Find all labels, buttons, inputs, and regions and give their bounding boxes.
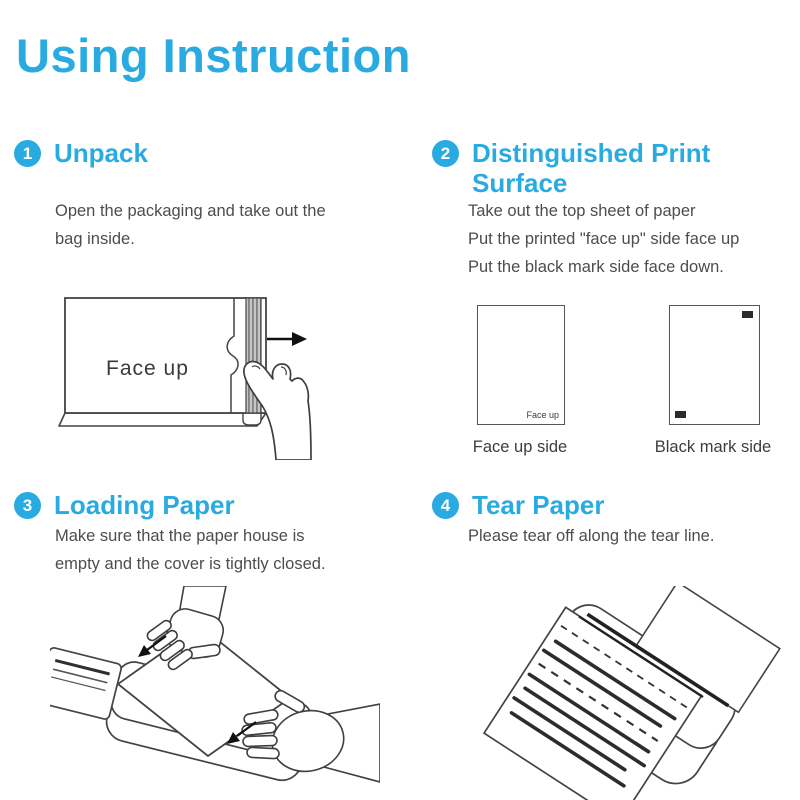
hand-outline [243, 360, 312, 460]
section-loading-paper-header: 3 Loading Paper [14, 490, 235, 520]
paper-slot-line [586, 612, 730, 708]
pulling-hand [243, 360, 312, 460]
face-up-sheet: Face up [477, 305, 565, 425]
bag-wavy-opening-edge [226, 298, 239, 413]
section-unpack-header: 1 Unpack [14, 138, 148, 168]
pull-arrow-head [292, 332, 307, 346]
cover-slot-line [50, 676, 106, 692]
step-3-badge: 3 [14, 492, 41, 519]
right-hand [241, 689, 380, 783]
step-2-badge: 2 [432, 140, 459, 167]
printed-line [553, 639, 677, 721]
finger-crease [280, 366, 287, 376]
insert-arrow-shaft [146, 635, 167, 651]
page-title: Using Instruction [16, 29, 411, 82]
bag-bottom-tab [242, 413, 262, 426]
printer-with-paper [482, 586, 781, 800]
right-finger [243, 709, 279, 725]
printed-line [509, 711, 626, 788]
left-finger [152, 629, 178, 652]
thumb-crease [251, 365, 261, 370]
black-mark-top-right [742, 311, 753, 318]
bag-face-up-label: Face up [106, 357, 189, 380]
printed-line [512, 696, 627, 772]
left-finger [159, 639, 185, 662]
loading-paper-illustration [50, 586, 380, 783]
face-up-sheet-label: Face up [526, 410, 559, 420]
black-mark-sheet [669, 305, 760, 425]
cover-slot-line [54, 658, 110, 676]
section-print-surface-title: Distinguished Print Surface [472, 138, 711, 198]
section-loading-paper-title: Loading Paper [54, 490, 235, 520]
section-loading-paper-body: Make sure that the paper house is empty … [55, 527, 326, 573]
right-finger [242, 734, 278, 748]
insert-arrow-shaft [236, 721, 257, 737]
insert-arrow-head [227, 732, 240, 744]
bag-bottom-face [58, 412, 267, 427]
paper-slot-line [578, 615, 704, 699]
section-tear-paper-title: Tear Paper [472, 490, 605, 520]
printed-line [523, 686, 647, 768]
left-finger [167, 648, 193, 671]
section-unpack-title: Unpack [54, 138, 148, 168]
step-4-badge: 4 [432, 492, 459, 519]
tear-paper-illustration [482, 586, 781, 800]
printed-line [541, 648, 663, 728]
section-print-surface-header: 2 Distinguished Print Surface [432, 138, 772, 198]
black-mark-caption: Black mark side [654, 438, 772, 456]
right-finger [246, 746, 280, 760]
printed-line [527, 672, 651, 754]
section-tear-paper-body: Please tear off along the tear line. [468, 527, 715, 545]
face-up-caption: Face up side [472, 438, 568, 456]
left-finger [146, 619, 172, 642]
step-1-badge: 1 [14, 140, 41, 167]
section-unpack-body: Open the packaging and take out the bag … [55, 202, 326, 248]
section-tear-paper-header: 4 Tear Paper [432, 490, 604, 520]
bag-front-face [64, 297, 267, 414]
printer-open-cover [50, 647, 122, 720]
cover-slot-line [52, 668, 108, 684]
insert-arrow-head [138, 645, 151, 657]
section-print-surface-body: Take out the top sheet of paper Put the … [468, 202, 740, 276]
black-mark-bottom-left [675, 411, 686, 418]
unpack-illustration: Face up [58, 297, 312, 460]
right-thumb [274, 689, 306, 713]
left-hand [146, 586, 227, 671]
